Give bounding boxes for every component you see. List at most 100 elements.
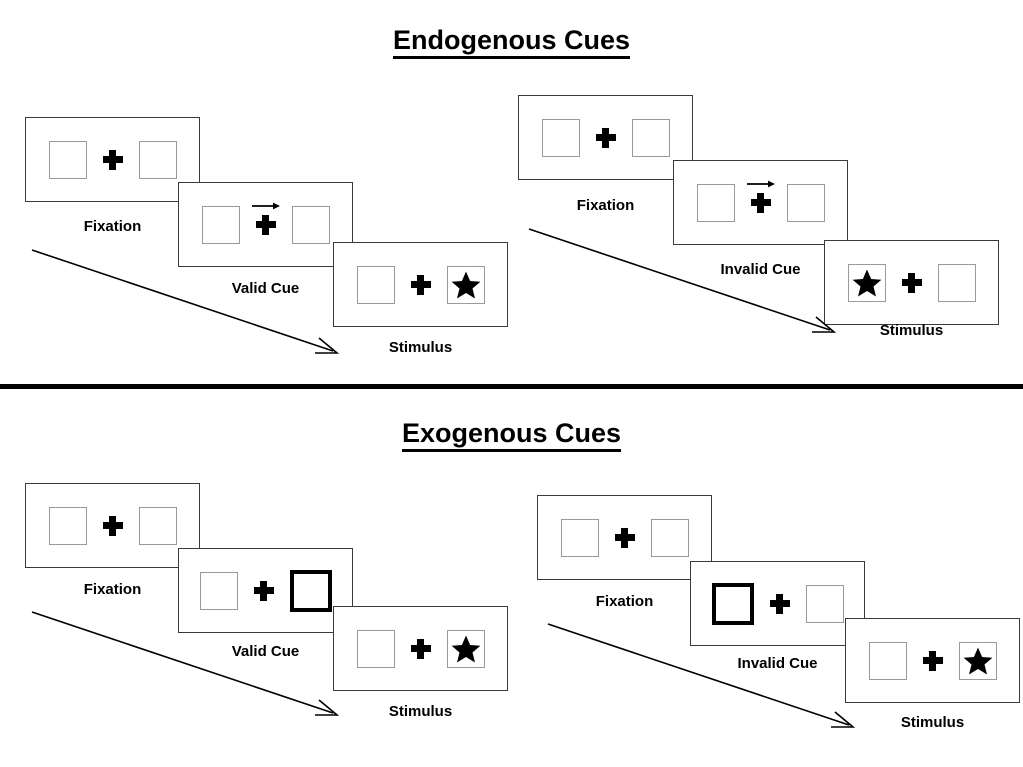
panel-content [674, 161, 847, 244]
panel-content [538, 496, 711, 579]
right-stimulus-box [786, 183, 825, 222]
section-title-endogenous: Endogenous Cues [0, 25, 1023, 59]
fixation-cross-icon [746, 180, 775, 213]
flow-arrow-endogenous-valid [30, 246, 345, 361]
fixation-cross-icon [102, 515, 123, 536]
right-stimulus-box [805, 584, 844, 623]
section-title-exogenous-text: Exogenous Cues [401, 418, 622, 452]
fixation-cross-icon [410, 274, 431, 295]
right-stimulus-box [291, 205, 330, 244]
fixation-cross-icon [410, 638, 431, 659]
right-stimulus-box [937, 263, 976, 302]
left-stimulus-slot [868, 641, 907, 680]
right-stimulus-box [446, 265, 485, 304]
left-stimulus-box [201, 205, 240, 244]
left-stimulus-box [696, 183, 735, 222]
panel-exogenous-invalid-stimulus[interactable] [845, 618, 1020, 703]
flow-arrow-endogenous-invalid [527, 225, 842, 340]
left-stimulus-slot [48, 140, 87, 179]
right-stimulus-box [138, 140, 177, 179]
panel-exogenous-invalid-fixation[interactable] [537, 495, 712, 580]
section-title-endogenous-text: Endogenous Cues [392, 25, 630, 59]
caption-exogenous-valid-fixation: Fixation [83, 581, 142, 598]
fixation-cross-icon [253, 580, 274, 601]
left-stimulus-box [541, 118, 580, 157]
fixation-cross-icon [769, 593, 790, 614]
left-stimulus-box [868, 641, 907, 680]
caption-exogenous-valid-cue: Valid Cue [231, 643, 300, 660]
right-stimulus-slot [291, 205, 330, 244]
caption-endogenous-valid-stimulus: Stimulus [388, 339, 453, 356]
caption-exogenous-invalid-stimulus: Stimulus [900, 714, 965, 731]
left-stimulus-slot [199, 571, 238, 610]
caption-exogenous-valid-stimulus: Stimulus [388, 703, 453, 720]
star-target-icon [451, 271, 480, 298]
fixation-cross-icon [595, 127, 616, 148]
right-stimulus-slot [446, 629, 485, 668]
right-stimulus-slot [650, 518, 689, 557]
left-stimulus-box [356, 265, 395, 304]
arrow-cue-right-icon [746, 179, 776, 189]
panel-endogenous-invalid-fixation[interactable] [518, 95, 693, 180]
panel-exogenous-valid-fixation[interactable] [25, 483, 200, 568]
right-stimulus-box [446, 629, 485, 668]
left-stimulus-slot [696, 183, 735, 222]
left-stimulus-slot [48, 506, 87, 545]
left-stimulus-slot [356, 265, 395, 304]
panel-endogenous-valid-fixation[interactable] [25, 117, 200, 202]
right-stimulus-slot [138, 140, 177, 179]
flow-arrow-exogenous-valid [30, 608, 345, 723]
panel-exogenous-valid-cue[interactable] [178, 548, 353, 633]
caption-endogenous-valid-cue: Valid Cue [231, 280, 300, 297]
left-stimulus-slot [201, 205, 240, 244]
left-stimulus-slot [711, 582, 754, 625]
caption-endogenous-invalid-cue: Invalid Cue [720, 261, 801, 278]
star-target-icon [451, 635, 480, 662]
right-stimulus-box-cued [289, 569, 332, 612]
panel-content [519, 96, 692, 179]
fixation-cross-icon [251, 202, 280, 235]
left-stimulus-slot [541, 118, 580, 157]
left-stimulus-box [847, 263, 886, 302]
star-target-icon [963, 647, 992, 674]
panel-content [334, 607, 507, 690]
panel-endogenous-invalid-cue[interactable] [673, 160, 848, 245]
panel-content [825, 241, 998, 324]
panel-exogenous-valid-stimulus[interactable] [333, 606, 508, 691]
right-stimulus-slot [289, 569, 332, 612]
right-stimulus-slot [805, 584, 844, 623]
fixation-cross-icon [901, 272, 922, 293]
caption-exogenous-invalid-fixation: Fixation [595, 593, 654, 610]
left-stimulus-slot [560, 518, 599, 557]
section-divider [0, 384, 1023, 389]
fixation-cross-icon [102, 149, 123, 170]
panel-content [26, 118, 199, 201]
fixation-cross-icon [614, 527, 635, 548]
right-stimulus-box [958, 641, 997, 680]
panel-content [179, 183, 352, 266]
panel-endogenous-valid-cue[interactable] [178, 182, 353, 267]
left-stimulus-box [48, 506, 87, 545]
panel-content [179, 549, 352, 632]
fixation-cross-icon [922, 650, 943, 671]
panel-endogenous-invalid-stimulus[interactable] [824, 240, 999, 325]
caption-exogenous-invalid-cue: Invalid Cue [737, 655, 818, 672]
right-stimulus-slot [631, 118, 670, 157]
left-stimulus-box [48, 140, 87, 179]
left-stimulus-box [560, 518, 599, 557]
caption-endogenous-valid-fixation: Fixation [83, 218, 142, 235]
right-stimulus-box [650, 518, 689, 557]
right-stimulus-box [138, 506, 177, 545]
panel-content [334, 243, 507, 326]
panel-endogenous-valid-stimulus[interactable] [333, 242, 508, 327]
panel-content [846, 619, 1019, 702]
left-stimulus-box [356, 629, 395, 668]
right-stimulus-slot [446, 265, 485, 304]
right-stimulus-box [631, 118, 670, 157]
panel-exogenous-invalid-cue[interactable] [690, 561, 865, 646]
caption-endogenous-invalid-stimulus: Stimulus [879, 322, 944, 339]
panel-content [691, 562, 864, 645]
right-stimulus-slot [138, 506, 177, 545]
left-stimulus-slot [847, 263, 886, 302]
